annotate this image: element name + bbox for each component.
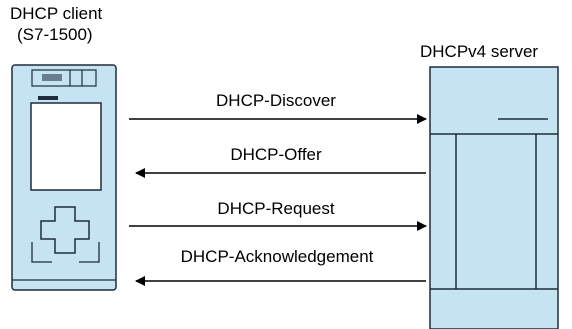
connector-icon — [42, 74, 62, 81]
client-title-line2: (S7-1500) — [17, 25, 93, 44]
server-device — [429, 66, 559, 329]
client-title-line1: DHCP client — [10, 4, 103, 23]
client-device — [11, 64, 117, 291]
message-label-acknowledgement: DHCP-Acknowledgement — [180, 247, 374, 266]
message-label-request: DHCP-Request — [217, 199, 335, 218]
message-label-discover: DHCP-Discover — [216, 91, 336, 110]
message-label-offer: DHCP-Offer — [230, 145, 322, 164]
keypad-cross-icon — [40, 206, 90, 254]
server-title: DHCPv4 server — [420, 42, 539, 61]
cpu-display — [30, 102, 102, 191]
status-led-strip — [38, 96, 58, 100]
